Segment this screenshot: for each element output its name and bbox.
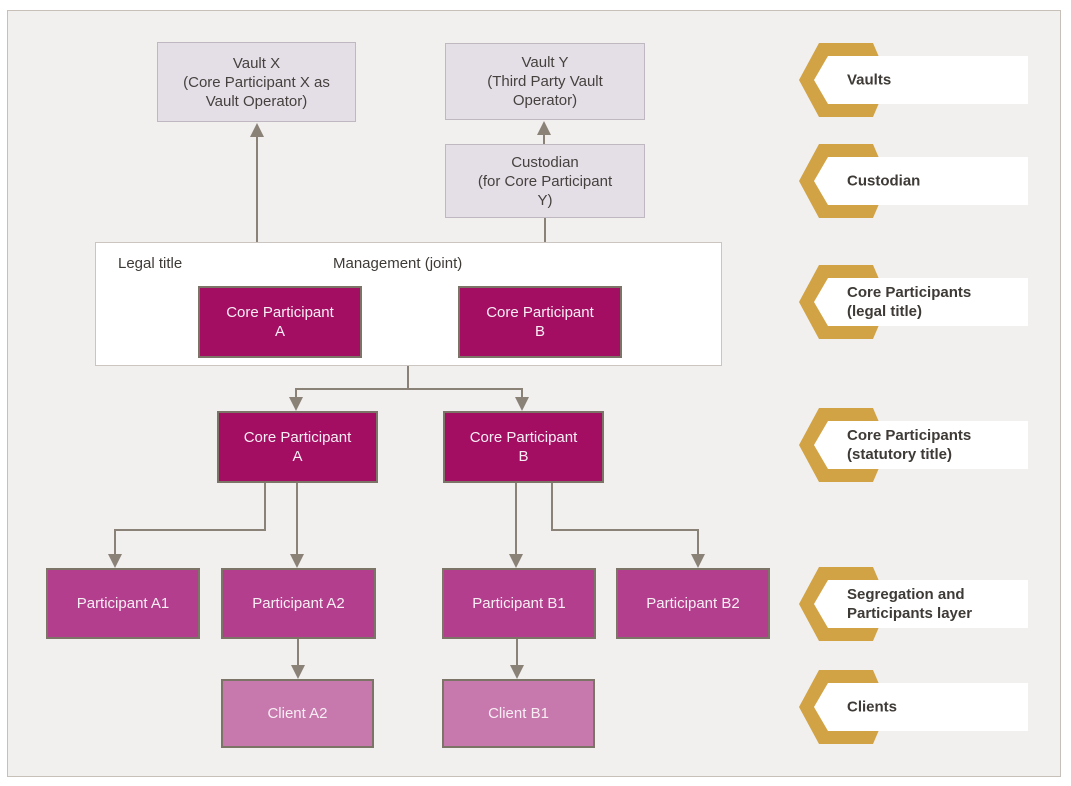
node-vault-y: Vault Y (Third Party Vault Operator) <box>445 43 645 120</box>
node-participant-b1: Participant B1 <box>442 568 596 639</box>
node-vault-x: Vault X (Core Participant X as Vault Ope… <box>157 42 356 122</box>
node-core-participant-a-statutory: Core Participant A <box>217 411 378 483</box>
side-label-core-participants-statutory: Core Participants (statutory title) <box>799 408 1029 482</box>
chevron-arrow-icon <box>799 43 1028 117</box>
side-label-vaults: Vaults <box>799 43 1029 117</box>
node-core-participant-b-statutory: Core Participant B <box>443 411 604 483</box>
node-custodian: Custodian (for Core Participant Y) <box>445 144 645 218</box>
side-label-text: Custodian <box>847 172 921 190</box>
node-client-b1: Client B1 <box>442 679 595 748</box>
chevron-arrow-icon <box>799 265 1028 339</box>
side-label-text: Core Participants (statutory title) <box>847 427 972 463</box>
diagram-panel <box>7 10 1061 777</box>
side-label-text: Clients <box>847 698 898 716</box>
node-participant-a2: Participant A2 <box>221 568 376 639</box>
side-label-segregation-participants: Segregation and Participants layer <box>799 567 1029 641</box>
node-core-participant-a-legal: Core Participant A <box>198 286 362 358</box>
chevron-arrow-icon <box>799 408 1028 482</box>
management-caption: Management (joint) <box>333 255 463 272</box>
legal-title-caption: Legal title <box>118 255 183 272</box>
side-label-text: Core Participants (legal title) <box>847 284 972 320</box>
side-label-text: Segregation and Participants layer <box>847 586 973 622</box>
node-client-a2: Client A2 <box>221 679 374 748</box>
side-label-custodian: Custodian <box>799 144 1029 218</box>
side-label-clients: Clients <box>799 670 1029 744</box>
node-participant-b2: Participant B2 <box>616 568 770 639</box>
chevron-arrow-icon <box>799 567 1028 641</box>
node-core-participant-b-legal: Core Participant B <box>458 286 622 358</box>
chevron-arrow-icon <box>799 144 1028 218</box>
chevron-arrow-icon <box>799 670 1028 744</box>
side-label-text: Vaults <box>847 71 892 89</box>
side-label-core-participants-legal: Core Participants (legal title) <box>799 265 1029 339</box>
node-participant-a1: Participant A1 <box>46 568 200 639</box>
